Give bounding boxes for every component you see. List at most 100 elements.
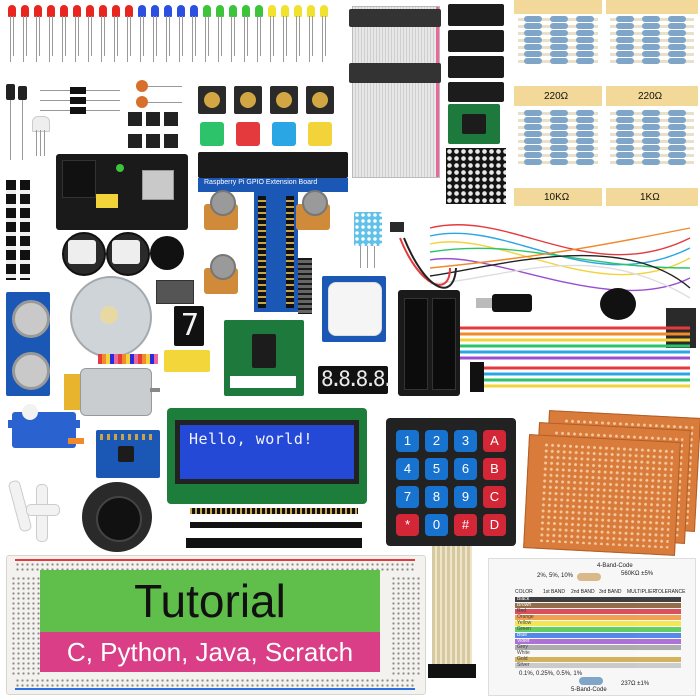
lcd-1602: Hello, world! [167, 408, 367, 504]
keypad-key: 1 [396, 430, 419, 452]
color-code-name: Black [517, 596, 530, 602]
card-example-top: 560KΩ ±5% [621, 571, 654, 577]
led-leg [312, 16, 313, 56]
resistor-icon [616, 131, 634, 137]
led-leg [156, 16, 157, 56]
resistor-icon [616, 124, 634, 130]
resistor-icon [576, 117, 594, 123]
led-icon [125, 5, 133, 17]
pir-sensor [322, 276, 386, 342]
card-header-cell: 3rd BAND [599, 589, 622, 595]
color-code-row: Red [515, 608, 681, 614]
led-leg [234, 16, 235, 56]
card-header-cell: 1st BAND [543, 589, 565, 595]
led-leg [260, 16, 261, 56]
led-icon [99, 5, 107, 17]
color-code-row: White [515, 650, 681, 656]
slide-switch [156, 280, 194, 304]
joystick-module [78, 480, 178, 556]
led-leg [221, 16, 222, 56]
resistor-icon [524, 110, 542, 116]
led-leg [325, 16, 326, 56]
potentiometer-3 [200, 254, 242, 304]
led-leg [104, 16, 105, 56]
prototype-pcb-boards [523, 410, 700, 556]
tutorial-title: Tutorial [134, 575, 286, 627]
resistor-icon [550, 117, 568, 123]
led-leg [296, 16, 297, 62]
color-code-name: Brown [517, 602, 532, 608]
led-icon [73, 5, 81, 17]
resistor-icon [668, 145, 686, 151]
resistor-icon [524, 37, 542, 43]
led-leg [182, 16, 183, 56]
led-leg [62, 16, 63, 62]
resistor-icon [550, 131, 568, 137]
dc-motor [64, 366, 160, 416]
led-bar-graph [298, 258, 312, 314]
led-leg [309, 16, 310, 62]
keypad-key: 9 [454, 486, 477, 508]
led-icon [47, 5, 55, 17]
resistor-icon [668, 110, 686, 116]
color-code-row: Yellow [515, 620, 681, 626]
resistor-icon [668, 138, 686, 144]
rgb-led [30, 116, 60, 156]
led-leg [78, 16, 79, 56]
resistor-icon [668, 117, 686, 123]
keypad-key: 5 [425, 458, 448, 480]
resistor-pack: 220Ω 220Ω 10KΩ 1KΩ [514, 0, 700, 210]
led-icon [21, 5, 29, 17]
resistor-icon [524, 30, 542, 36]
resistor-icon [616, 44, 634, 50]
card-header-cell: 2nd BAND [571, 589, 595, 595]
resistor-icon [550, 16, 568, 22]
stepper-wires [98, 354, 158, 364]
resistor-icon [668, 23, 686, 29]
led-leg [101, 16, 102, 62]
resistor-icon [524, 159, 542, 165]
led-leg [88, 16, 89, 62]
buzzers [62, 232, 186, 276]
led-leg [195, 16, 196, 56]
resistor-icon [642, 44, 660, 50]
resistor-icon [550, 37, 568, 43]
color-code-row: Gold [515, 656, 681, 662]
led-leg [286, 16, 287, 56]
resistor-label-220-left: 220Ω [544, 91, 569, 102]
color-code-row: Grey [515, 644, 681, 650]
led-leg [257, 16, 258, 62]
led-icon [190, 5, 198, 17]
keypad-key: 6 [454, 458, 477, 480]
color-code-name: Yellow [517, 620, 532, 626]
keypad-key: D [483, 514, 506, 536]
resistor-icon [524, 145, 542, 151]
servo-horns [7, 470, 74, 550]
led-leg [273, 16, 274, 56]
seven-segment-digit: 7 [181, 308, 200, 343]
led-icon [229, 5, 237, 17]
relay [164, 350, 210, 372]
four-digit-display: 8.8.8.8. [318, 366, 394, 394]
languages-banner: C, Python, Java, Scratch [40, 632, 380, 672]
resistor-icon [642, 51, 660, 57]
led-leg [65, 16, 66, 56]
color-code-name: White [517, 650, 530, 656]
ultrasonic-sensor [6, 292, 50, 396]
card-header-cell: COLOR [515, 589, 533, 595]
resistor-icon [550, 145, 568, 151]
resistor-icon [668, 152, 686, 158]
card-title-top: 4-Band-Code [597, 563, 633, 569]
led-leg [169, 16, 170, 56]
keypad-key: 4 [396, 458, 419, 480]
resistor-icon [616, 16, 634, 22]
card-header-cell: TOLERANCE [655, 589, 686, 595]
resistor-icon [642, 16, 660, 22]
color-code-name: Gold [517, 656, 528, 662]
resistor-icon [576, 51, 594, 57]
keypad-key: 2 [425, 430, 448, 452]
resistor-icon [642, 124, 660, 130]
led-icon [255, 5, 263, 17]
resistor-icon [524, 152, 542, 158]
electrolytic-capacitors [6, 84, 36, 174]
